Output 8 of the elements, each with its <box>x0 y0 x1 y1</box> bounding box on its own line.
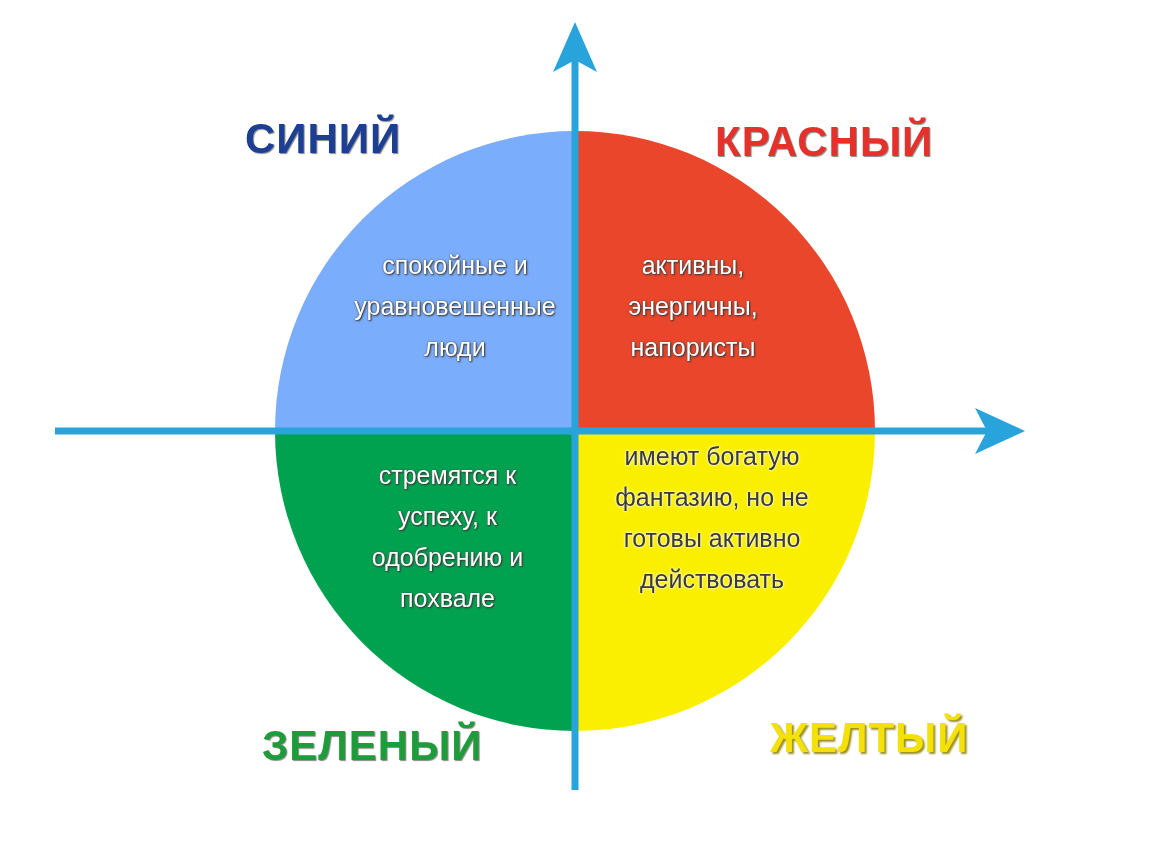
quadrant-description: имеют богатую фантазию, но не готовы активно действовать <box>614 441 810 595</box>
quadrant-heading: ЖЕЛТЫЙ <box>770 714 969 762</box>
quadrant-heading: СИНИЙ <box>245 115 402 163</box>
quadrant-heading: ЗЕЛЕНЫЙ <box>262 722 483 770</box>
quadrant-description: активны, энергичны, напористы <box>627 250 759 363</box>
quadrant-heading: КРАСНЫЙ <box>715 118 934 166</box>
quadrant-description: спокойные и уравновешенные люди <box>353 250 557 363</box>
quadrant-description: стремятся к успеху, к одобрению и похвале <box>370 460 525 614</box>
